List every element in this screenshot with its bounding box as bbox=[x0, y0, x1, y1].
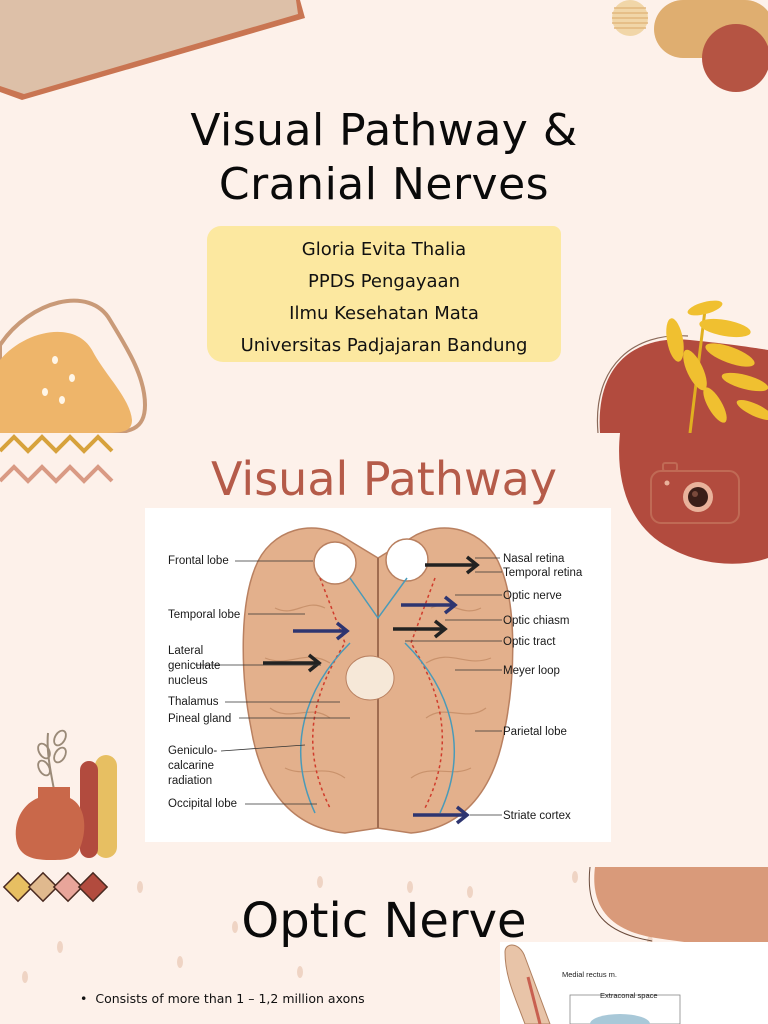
slide2-decor bbox=[0, 433, 768, 860]
label-nasal-retina: Nasal retina bbox=[503, 553, 565, 565]
label-frontal-lobe: Frontal lobe bbox=[168, 555, 229, 567]
label-parietal-lobe: Parietal lobe bbox=[503, 726, 567, 738]
label-nucleus: nucleus bbox=[168, 675, 208, 687]
section-title: Visual Pathway bbox=[210, 452, 558, 506]
label-optic-chiasm: Optic chiasm bbox=[503, 615, 569, 627]
author-university: Universitas Padjajaran Bandung bbox=[240, 335, 528, 356]
section-title: Optic Nerve bbox=[241, 893, 527, 949]
figure-label-extraconal: Extraconal space bbox=[600, 991, 658, 1000]
terracotta-circle bbox=[702, 24, 768, 92]
author-program: PPDS Pengayaan bbox=[308, 271, 460, 292]
slide-title: Visual Pathway & Cranial Nerves Gloria E… bbox=[0, 0, 768, 433]
label-pineal-gland: Pineal gland bbox=[168, 713, 231, 725]
camera-icon bbox=[650, 462, 740, 524]
title-line-1: Visual Pathway & bbox=[190, 105, 578, 156]
label-geniculate: geniculate bbox=[168, 660, 220, 672]
label-optic-tract: Optic tract bbox=[503, 636, 556, 648]
label-temporal-retina: Temporal retina bbox=[503, 567, 583, 579]
label-thalamus: Thalamus bbox=[168, 696, 219, 708]
yellow-blob bbox=[0, 331, 132, 433]
zigzag-pink bbox=[0, 464, 114, 484]
slide3-decor: Medial rectus m. Extraconal space bbox=[2, 867, 768, 1024]
author-info-box: Gloria Evita Thalia PPDS Pengayaan Ilmu … bbox=[207, 226, 561, 362]
brain-illustration: Frontal lobe Temporal lobe Lateral genic… bbox=[168, 527, 583, 834]
author-department: Ilmu Kesehatan Mata bbox=[289, 303, 479, 324]
label-geniculo: Geniculo- bbox=[168, 745, 217, 757]
vase-icon bbox=[15, 729, 117, 860]
label-calcarine: calcarine bbox=[168, 760, 214, 772]
visual-pathway-diagram: Frontal lobe Temporal lobe Lateral genic… bbox=[145, 508, 611, 842]
figure-label-medial-rectus: Medial rectus m. bbox=[562, 970, 617, 979]
title-line-2: Cranial Nerves bbox=[218, 159, 550, 210]
label-optic-nerve: Optic nerve bbox=[503, 590, 562, 602]
label-lateral: Lateral bbox=[168, 645, 203, 657]
leaf-branch-icon bbox=[666, 300, 768, 433]
slide1-decor bbox=[0, 0, 768, 433]
diamond-row-icon bbox=[2, 871, 109, 903]
label-meyer-loop: Meyer loop bbox=[503, 665, 560, 677]
author-name: Gloria Evita Thalia bbox=[301, 239, 467, 260]
slide-optic-nerve: Medial rectus m. Extraconal space Optic … bbox=[0, 867, 768, 1024]
label-occipital-lobe: Occipital lobe bbox=[168, 798, 237, 810]
label-radiation: radiation bbox=[168, 775, 212, 787]
peach-shape bbox=[594, 867, 768, 946]
right-circle bbox=[599, 339, 768, 433]
label-temporal-lobe: Temporal lobe bbox=[168, 609, 240, 621]
presentation-title: Visual Pathway & Cranial Nerves bbox=[0, 104, 768, 212]
label-striate-cortex: Striate cortex bbox=[503, 810, 571, 822]
bullet-item: Consists of more than 1 – 1,2 million ax… bbox=[80, 991, 364, 1006]
zigzag-yellow bbox=[0, 434, 114, 454]
slide-visual-pathway: Visual Pathway bbox=[0, 433, 768, 867]
